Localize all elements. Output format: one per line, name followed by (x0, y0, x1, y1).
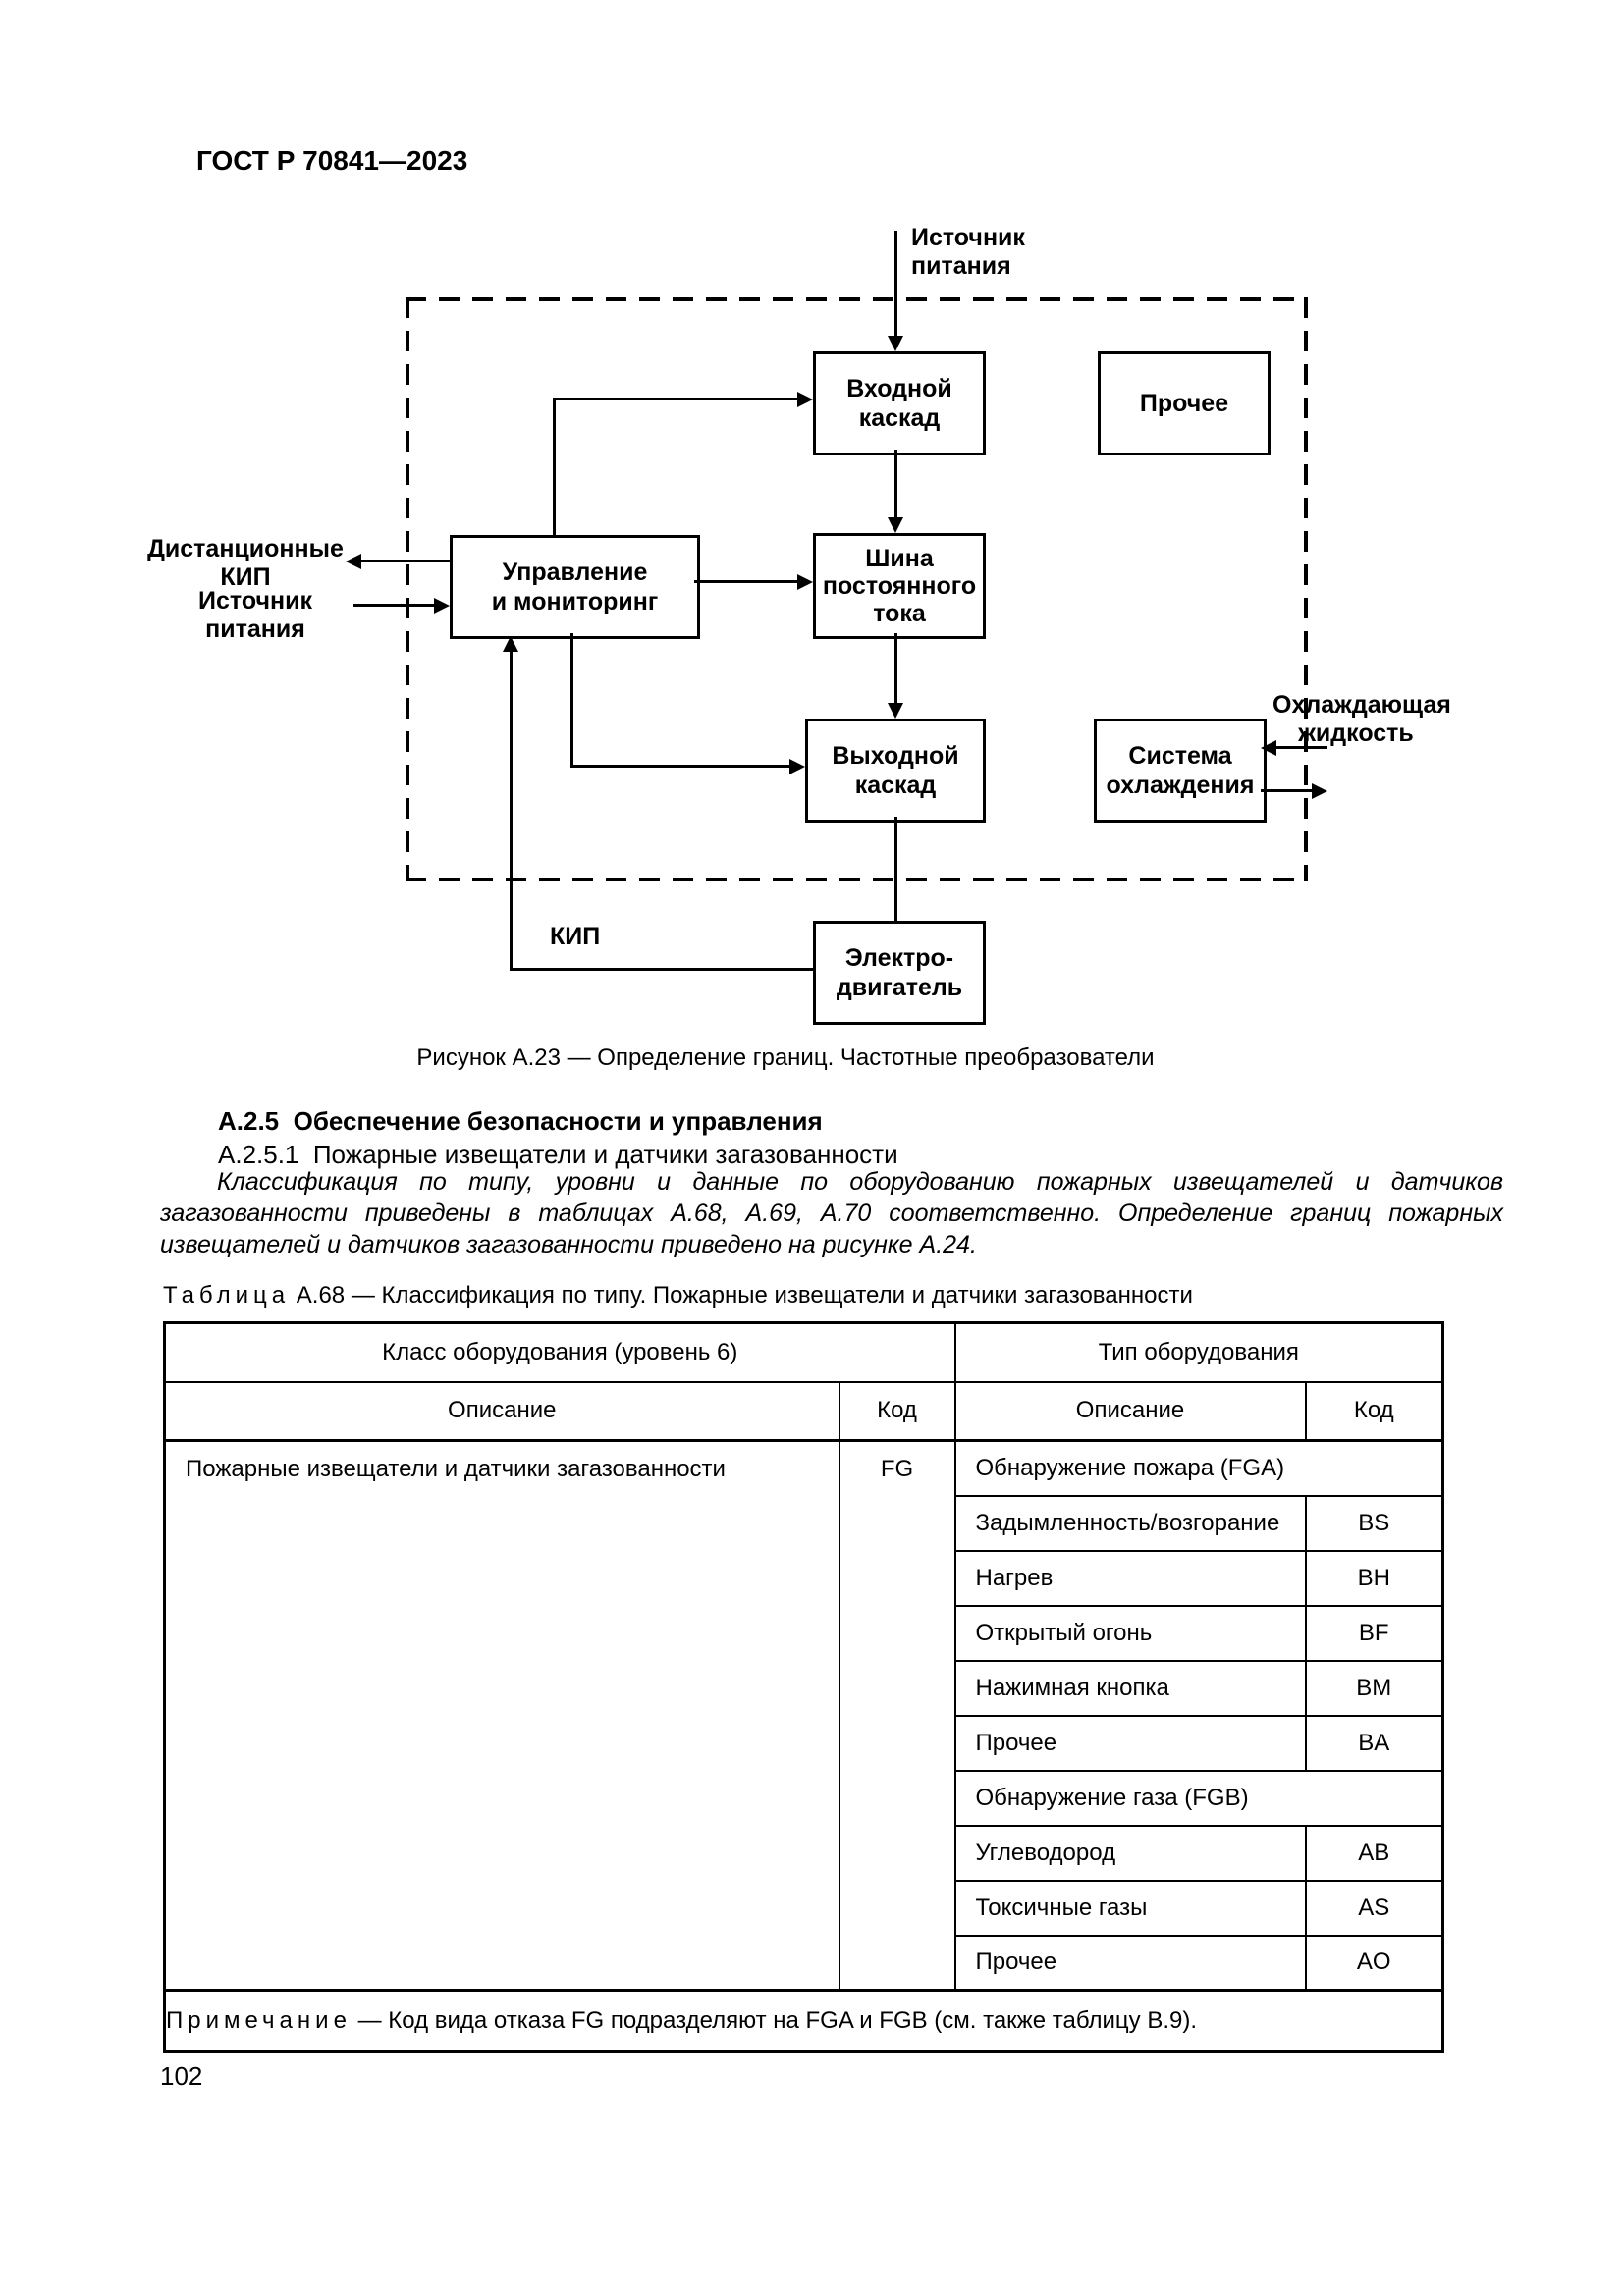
type-code: AS (1304, 1879, 1444, 1937)
type-code: BS (1304, 1494, 1444, 1552)
section-paragraph: Классификация по типу, уровни и данные п… (160, 1168, 1503, 1258)
section-subheading: А.2.5.1 Пожарные извещатели и датчики за… (218, 1140, 898, 1169)
class-description-cell: Пожарные извещатели и датчики загазованн… (163, 1439, 840, 1992)
page-title: ГОСТ Р 70841—2023 (196, 145, 468, 176)
arrowhead-control-to-output (789, 759, 805, 774)
line-control-to-output-vertical (570, 633, 573, 768)
box-control-monitoring: Управление и мониторинг (450, 535, 700, 639)
line-power-to-input (894, 231, 897, 336)
boundary-dashed-top (406, 297, 1308, 301)
type-desc: Открытый огонь (953, 1604, 1307, 1662)
arrowhead-control-to-input (797, 392, 813, 407)
note-text: — Код вида отказа FG подразделяют на FGA… (357, 2006, 1197, 2034)
table-note-row: Примечание — Код вида отказа FG подразде… (163, 1989, 1444, 2053)
arrowhead-power-to-input (888, 336, 903, 351)
label-instruments-kip: КИП (550, 923, 601, 950)
table-title-number: А.68 (296, 1282, 346, 1308)
line-control-feedback-vertical (553, 400, 556, 535)
line-coolant-in (1276, 746, 1327, 749)
boundary-dashed-right (1304, 297, 1308, 881)
table-row: Прочее AO (165, 1934, 1444, 1992)
type-desc: Прочее (953, 1714, 1307, 1772)
line-coolant-out (1261, 789, 1312, 792)
header-class-code: Код (838, 1380, 956, 1442)
arrowhead-bus-to-output (888, 703, 903, 719)
arrowhead-kip-to-control (503, 636, 518, 652)
line-control-feedback-horizontal (553, 398, 797, 400)
type-code: AB (1304, 1824, 1444, 1882)
table-row: Нажимная кнопка BM (165, 1659, 1444, 1717)
page-number: 102 (160, 2061, 203, 2091)
header-class-group: Класс оборудования (уровень 6) (163, 1321, 956, 1383)
table-header-row-1: Класс оборудования (уровень 6) Тип обору… (163, 1321, 1444, 1383)
table-a68: Класс оборудования (уровень 6) Тип обору… (163, 1321, 1445, 2053)
header-type-desc: Описание (953, 1380, 1307, 1442)
figure-caption: Рисунок А.23 — Определение границ. Часто… (416, 1044, 1155, 1071)
table-row: Токсичные газы AS (165, 1879, 1444, 1937)
box-dc-bus: Шина постоянного тока (813, 533, 986, 639)
box-input-stage: Входной каскад (813, 351, 986, 455)
table-row: Нагрев BH (165, 1549, 1444, 1607)
box-output-stage: Выходной каскад (805, 719, 986, 823)
type-desc: Токсичные газы (953, 1879, 1307, 1937)
table-title-word: Таблица (163, 1282, 291, 1308)
type-code: BH (1304, 1549, 1444, 1607)
type-desc: Нагрев (953, 1549, 1307, 1607)
type-group-fgb: Обнаружение газа (FGB) (953, 1769, 1444, 1827)
label-coolant: Охлаждающая жидкость (1272, 691, 1451, 747)
table-row: Обнаружение газа (FGB) (165, 1769, 1444, 1827)
header-type-group: Тип оборудования (953, 1321, 1444, 1383)
table-row: Пожарные извещатели и датчики загазованн… (163, 1439, 1444, 1992)
header-class-desc: Описание (163, 1380, 840, 1442)
line-power-left (353, 604, 434, 607)
line-control-to-output-horizontal (570, 765, 789, 768)
table-note: Примечание — Код вида отказа FG подразде… (163, 1989, 1444, 2053)
table-header-row-2: Описание Код Описание Код (163, 1380, 1444, 1442)
arrowhead-remote-instruments (346, 554, 361, 569)
line-output-to-motor (894, 817, 897, 921)
type-desc: Углеводород (953, 1824, 1307, 1882)
boundary-dashed-bottom (406, 878, 1308, 881)
arrowhead-power-left (434, 598, 450, 614)
type-desc: Задымленность/возгорание (953, 1494, 1307, 1552)
type-code: AO (1304, 1934, 1444, 1992)
type-desc: Прочее (953, 1934, 1307, 1992)
table-title: Таблица А.68 — Классификация по типу. По… (163, 1282, 1193, 1309)
line-bus-to-output (894, 633, 897, 703)
arrowhead-input-to-bus (888, 517, 903, 533)
note-word: Примечание (166, 2006, 352, 2034)
type-code: BF (1304, 1604, 1444, 1662)
table-row: Углеводород AB (165, 1824, 1444, 1882)
label-remote-instruments: Дистанционные КИП (147, 535, 344, 591)
type-code: BM (1304, 1659, 1444, 1717)
arrowhead-coolant-in (1261, 740, 1276, 756)
header-type-code: Код (1304, 1380, 1444, 1442)
line-input-to-bus (894, 450, 897, 517)
type-code: BA (1304, 1714, 1444, 1772)
box-cooling-system: Система охлаждения (1094, 719, 1267, 823)
arrowhead-coolant-out (1312, 783, 1327, 799)
boundary-dashed-left (406, 297, 409, 881)
table-row: Открытый огонь BF (165, 1604, 1444, 1662)
line-remote-instruments (361, 560, 450, 562)
type-desc: Нажимная кнопка (953, 1659, 1307, 1717)
table-title-text: — Классификация по типу. Пожарные извеща… (351, 1282, 1193, 1308)
label-power-source-left: Источник питания (198, 587, 312, 643)
table-row: Задымленность/возгорание BS (165, 1494, 1444, 1552)
section-heading: А.2.5 Обеспечение безопасности и управле… (218, 1106, 823, 1136)
class-code-cell: FG (838, 1439, 956, 1992)
table-row: Прочее BA (165, 1714, 1444, 1772)
label-power-source-top: Источник питания (911, 224, 1025, 280)
box-other: Прочее (1098, 351, 1271, 455)
line-kip-vertical (510, 648, 513, 971)
arrowhead-control-to-bus (797, 574, 813, 590)
line-kip-horizontal (510, 968, 813, 971)
box-motor: Электро- двигатель (813, 921, 986, 1025)
line-control-to-bus (694, 580, 797, 583)
type-group-fga: Обнаружение пожара (FGA) (953, 1439, 1444, 1497)
